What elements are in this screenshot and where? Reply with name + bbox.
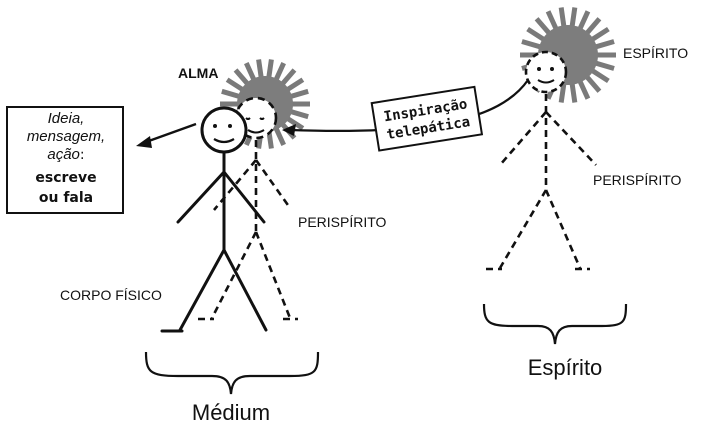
spirit-brace <box>484 304 626 344</box>
label-medium: Médium <box>192 400 270 425</box>
label-perispirito-left: PERISPÍRITO <box>298 214 387 230</box>
medium-brace <box>146 352 318 394</box>
label-espirito-top: ESPÍRITO <box>623 45 688 61</box>
label-corpo-fisico: CORPO FÍSICO <box>60 287 162 303</box>
label-espirito-bottom: Espírito <box>528 355 603 380</box>
label-perispirito-right: PERISPÍRITO <box>593 172 682 188</box>
label-alma: ALMA <box>178 65 218 81</box>
message-line-1: Ideia, <box>48 110 85 127</box>
output-arrow <box>136 124 196 148</box>
message-line-5: ou fala <box>39 190 93 206</box>
inspiration-tag: Inspiração telepática <box>372 87 482 151</box>
message-line-2: mensagem, <box>27 128 105 145</box>
message-box: Ideia, mensagem, ação: escreve ou fala <box>7 107 123 213</box>
message-line-4: escreve <box>35 170 96 186</box>
message-line-3: ação: <box>47 146 84 163</box>
